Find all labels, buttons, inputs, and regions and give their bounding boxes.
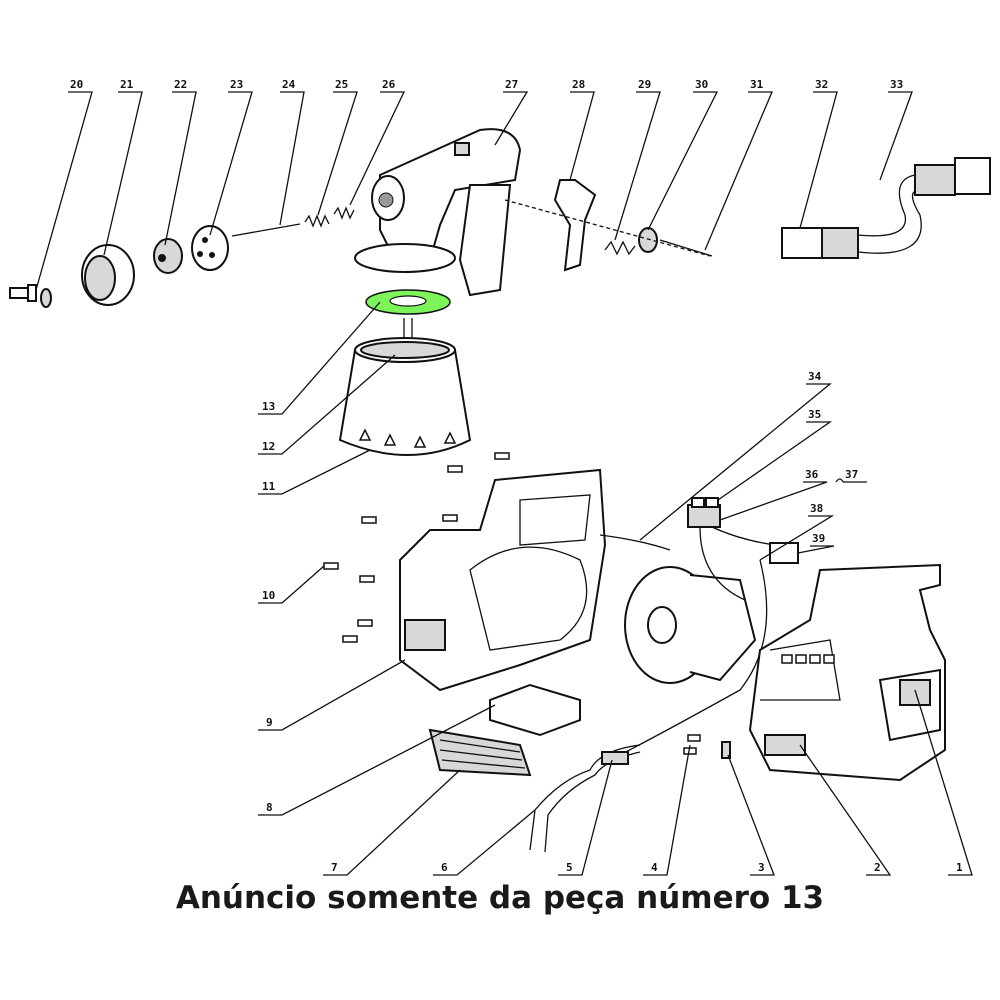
part-7-grille-cover [428,728,532,777]
label-38: 38 [810,502,823,515]
label-36: 36 [805,468,819,481]
part-28-trigger [553,179,597,272]
label-30: 30 [695,78,708,91]
screws [323,452,701,755]
part-9-left-housing [399,468,607,692]
part-27-spray-gun-body [354,128,522,297]
caption: Anúncio somente da peça número 13 [175,880,825,916]
part-25-spring [304,214,330,228]
part-34-cable [599,534,671,551]
label-13: 13 [262,400,275,413]
label-1: 1 [956,861,963,874]
part-32-33-air-hose [781,157,991,259]
label-26: 26 [382,78,396,91]
label-9: 9 [266,716,273,729]
label-5: 5 [566,861,573,874]
label-23: 23 [230,78,243,91]
part-20-screw [9,284,52,308]
label-8: 8 [266,801,273,814]
label-37: 37 [845,468,858,481]
label-6: 6 [441,861,448,874]
label-3: 3 [758,861,765,874]
label-29: 29 [638,78,651,91]
label-24: 24 [282,78,296,91]
label-31: 31 [750,78,764,91]
label-11: 11 [262,480,276,493]
part-13-seal-ring-highlighted [365,289,451,315]
part-1-right-housing [748,563,946,782]
label-39: 39 [812,532,825,545]
part-22-nozzle [153,238,183,274]
part-8-filter [489,683,581,737]
part-26-seal [333,206,355,220]
part-5-6-paint-hose [529,744,641,853]
part-29-spring [604,240,636,256]
part-24-needle [231,223,301,237]
label-33: 33 [890,78,903,91]
part-number-labels: 20 21 22 23 24 25 26 27 28 29 30 31 32 3… [70,78,963,874]
label-4: 4 [651,861,658,874]
label-34: 34 [808,370,822,383]
label-22: 22 [174,78,187,91]
label-2: 2 [874,861,881,874]
label-12: 12 [262,440,275,453]
label-28: 28 [572,78,585,91]
part-21-nozzle-cap [81,244,135,306]
leader-lines [35,91,973,876]
part-11-paint-container [338,337,472,456]
motor-fan [624,566,757,684]
label-10: 10 [262,589,275,602]
part-31-pin [659,239,713,257]
label-25: 25 [335,78,348,91]
label-7: 7 [331,861,338,874]
label-27: 27 [505,78,518,91]
part-30-nut [638,227,658,253]
label-35: 35 [808,408,821,421]
label-21: 21 [120,78,134,91]
part-3-clip [721,741,731,759]
label-32: 32 [815,78,828,91]
part-35-36-switch [687,497,776,601]
part-23-air-cap [191,225,229,271]
label-20: 20 [70,78,83,91]
